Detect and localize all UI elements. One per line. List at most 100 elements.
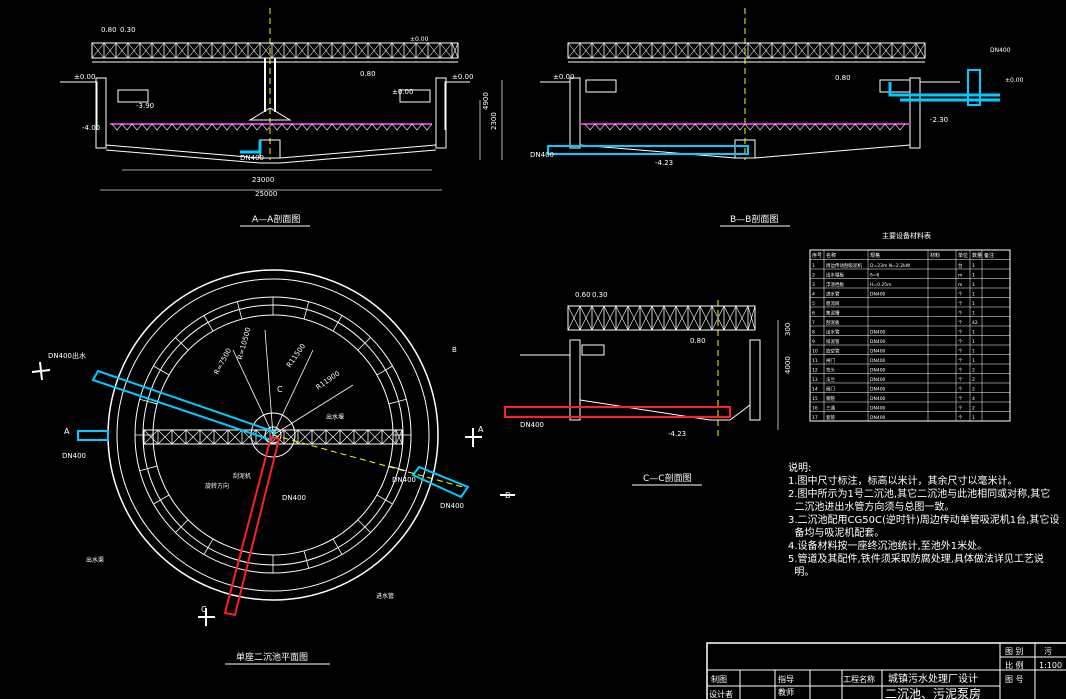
truss-diagonal (567, 42, 581, 59)
table-cell: 个 (958, 387, 963, 393)
truss-diagonal (241, 429, 257, 445)
scale-label: 比 例 (1005, 660, 1024, 670)
truss-diagonal (711, 42, 725, 59)
table-cell: 1 (972, 415, 975, 421)
dim-25000: 25000 (255, 190, 277, 198)
table-cell: DN400 (870, 339, 886, 345)
table-cell: m (958, 283, 962, 288)
table-cell: 放空管 (826, 348, 840, 355)
draw-label: 制图 (711, 674, 727, 684)
table-cell: 2 (972, 368, 975, 374)
scraper-blade (151, 123, 163, 131)
truss-diagonal (139, 42, 153, 59)
dim-4000: 4000 (784, 356, 792, 374)
right-wall (909, 77, 921, 149)
truss-diagonal (759, 42, 773, 59)
notes-heading: 说明: (788, 463, 812, 474)
weir-support (153, 494, 170, 505)
rotation-label: 旋转方向 (205, 482, 229, 490)
scraper-blade (341, 123, 353, 131)
scraper-blade (331, 123, 343, 131)
scraper-blade (654, 123, 666, 131)
scraper-blade (351, 123, 363, 131)
table-cell: 1 (972, 339, 975, 345)
dn400-label: DN400 (62, 452, 86, 460)
scraper-blade (391, 123, 403, 131)
radius-leader (272, 384, 354, 436)
table-cell: 排泥管 (826, 338, 840, 345)
table-cell: 个 (958, 320, 963, 326)
notes-line-7: 5.管道及其配件,铁件须采取防腐处理,具体做法详见工艺说 (788, 554, 1044, 565)
tank-floor-base (105, 149, 437, 164)
truss-diagonal (699, 42, 713, 59)
scraper-blade (401, 123, 413, 131)
table-cell: 个 (958, 330, 963, 336)
dn400-label: DN400 (240, 154, 264, 162)
inlet-pipe (77, 430, 109, 441)
truss-diagonal (143, 429, 159, 445)
scraper-blade (201, 123, 213, 131)
truss-diagonal (663, 42, 677, 59)
scraper-blade (884, 123, 896, 131)
table-cell: 15 (812, 396, 818, 402)
truss-diagonal (891, 42, 905, 59)
outlet-channel (585, 79, 617, 93)
table-cell: 11 (812, 358, 818, 364)
table-cell: 1 (972, 282, 975, 288)
scraper-blade (121, 123, 133, 131)
truss-diagonal (213, 429, 229, 445)
truss-diagonal (325, 429, 341, 445)
table-cell: 个 (958, 368, 963, 374)
table-cell: H=0.25m (870, 282, 892, 288)
truss-diagonal (319, 42, 333, 59)
truss-diagonal (295, 42, 309, 59)
dim-0-30: 0.30 (120, 26, 136, 34)
outlet-pipe (888, 82, 1000, 97)
scraper-blade (844, 123, 856, 131)
section-letter-c: C (277, 385, 283, 394)
center-well (248, 107, 292, 121)
outlet-channel (399, 89, 431, 103)
truss-diagonal (103, 42, 117, 59)
section-letter-c: C (201, 605, 207, 614)
truss-diagonal (675, 42, 689, 59)
truss-diagonal (843, 42, 857, 59)
table-cell: 8 (812, 330, 815, 336)
table-cell: 5 (812, 301, 815, 307)
right-wall (435, 77, 447, 149)
weir-support (303, 301, 310, 320)
truss-diagonal (427, 42, 441, 59)
truss-diagonal (439, 42, 453, 59)
truss-diagonal (819, 42, 833, 59)
table-cell: 集泥槽 (826, 310, 840, 317)
scraper-blade (161, 123, 173, 131)
table-header-cell: 序号 (812, 252, 822, 259)
table-cell: 个 (958, 415, 963, 421)
table-cell: 闸门 (826, 357, 835, 364)
radius-label: R=10500 (236, 327, 252, 361)
weir-support (357, 519, 371, 533)
truss-diagonal (735, 42, 749, 59)
truss-diagonal (355, 42, 369, 59)
scraper-blade (754, 123, 766, 131)
table-cell: 周边传动刮吸泥机 (826, 262, 862, 269)
weir-support (203, 315, 214, 332)
weir-support (376, 494, 393, 505)
dn400-label: DN400 (530, 151, 554, 159)
scraper-blade (874, 123, 886, 131)
scraper-blade (291, 123, 303, 131)
tank-inner-wall (116, 278, 430, 592)
scraper-blade (171, 123, 183, 131)
table-cell: 台 (958, 262, 963, 269)
notes-line-3: 二沉池进出水管方向须与总图一致。 (788, 502, 955, 513)
table-header-cell: 备注 (984, 252, 994, 259)
table-cell: 稳流筒 (826, 300, 840, 307)
truss-diagonal (331, 42, 345, 59)
elev-zero: ±0.00 (553, 73, 574, 81)
drawing-name: 二沉池、污泥泵房 (885, 686, 981, 699)
table-cell: 4 (972, 396, 975, 402)
table-cell: D=23m N=2.2kW (870, 263, 911, 269)
